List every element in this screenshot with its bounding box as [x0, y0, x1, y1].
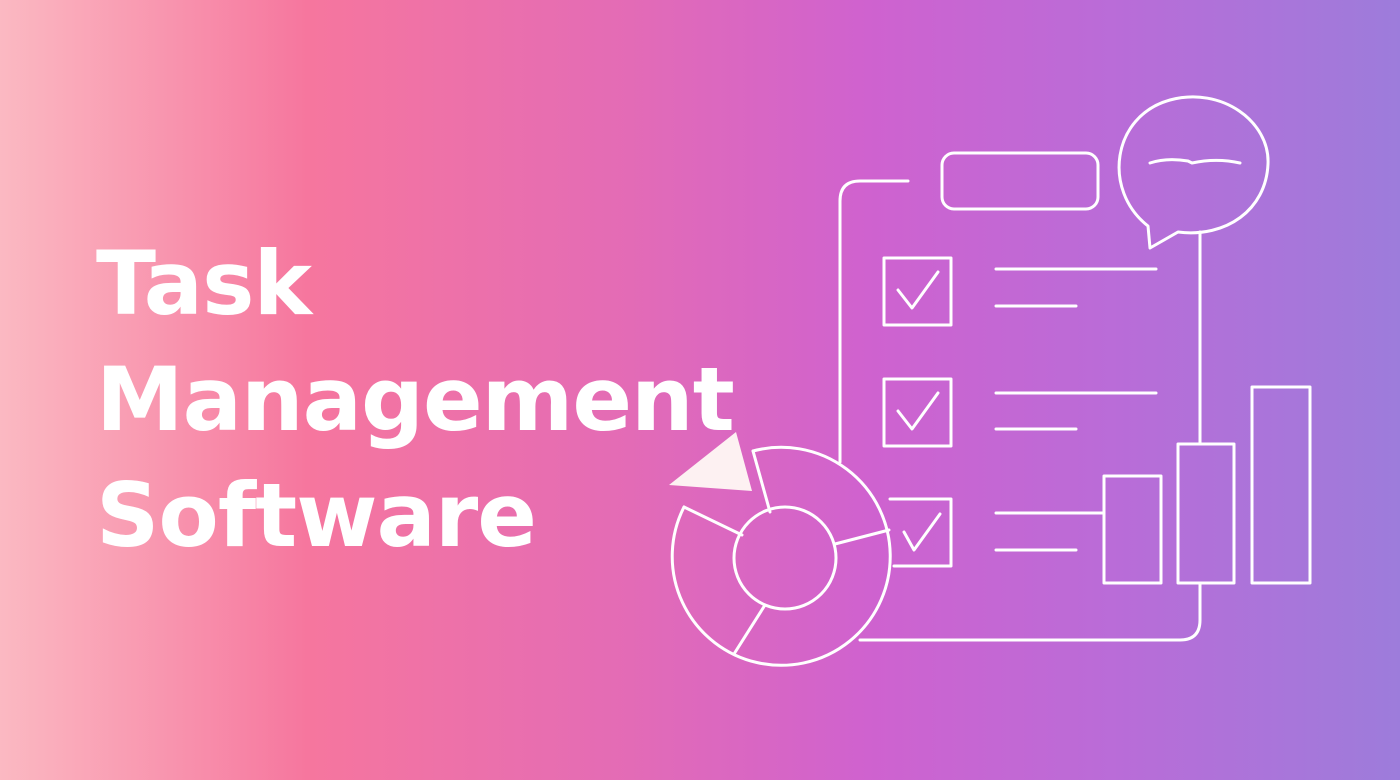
bar-chart-bar-3 — [1250, 385, 1312, 585]
donut-chart-highlight-slice — [669, 432, 752, 491]
speech-bubble-icon — [1117, 95, 1270, 250]
checkmark-icon — [896, 391, 940, 431]
headline: Task Management Software — [96, 226, 735, 574]
headline-line-3: Software — [96, 464, 537, 567]
checklist-item-2 — [882, 377, 1158, 448]
clipboard-clip-icon — [940, 151, 1100, 211]
checkbox-checked-icon — [888, 497, 953, 568]
headline-line-1: Task — [96, 232, 312, 335]
bar-chart-icon — [1102, 385, 1312, 585]
checkmark-icon — [902, 512, 942, 552]
headline-line-2: Management — [96, 348, 735, 451]
checkbox-checked-icon — [882, 377, 953, 448]
speech-bubble-squiggle-icon — [1148, 158, 1242, 165]
checklist-item-1 — [882, 256, 1158, 327]
bar-chart-bar-1 — [1102, 474, 1163, 585]
donut-chart-icon — [669, 432, 892, 667]
checkmark-icon — [896, 270, 940, 310]
clipboard-board-icon — [838, 179, 1202, 642]
checklist-item-3 — [888, 497, 1106, 568]
checkbox-checked-icon — [882, 256, 953, 327]
bar-chart-bar-2 — [1176, 442, 1236, 585]
